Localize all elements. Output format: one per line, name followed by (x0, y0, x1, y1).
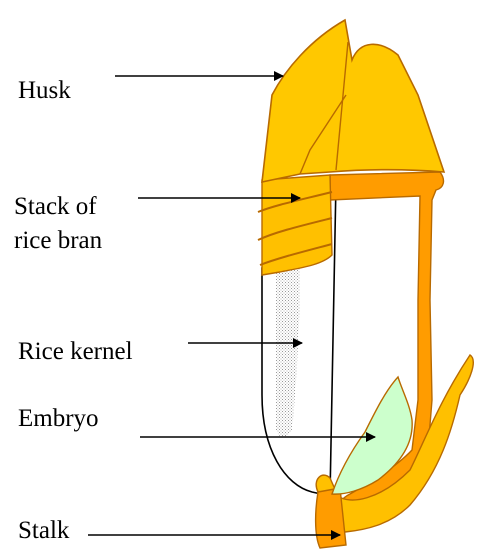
label-rice-bran: Stack of rice bran (14, 190, 102, 258)
label-embryo: Embryo (18, 402, 99, 436)
husk (262, 20, 444, 182)
label-stalk: Stalk (18, 514, 69, 548)
label-husk: Husk (18, 74, 71, 108)
label-rice-bran-line1: Stack of (14, 190, 102, 224)
stalk-base (316, 488, 346, 548)
label-rice-kernel: Rice kernel (18, 335, 133, 369)
label-rice-bran-line2: rice bran (14, 224, 102, 258)
